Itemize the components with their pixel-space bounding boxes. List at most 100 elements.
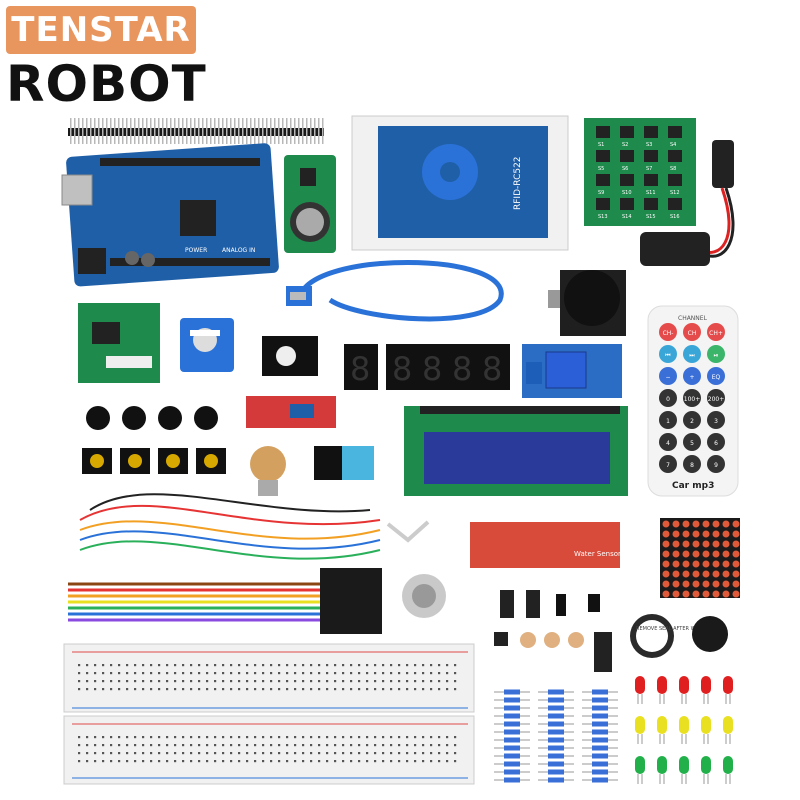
remote-button-label: 3	[714, 418, 718, 425]
keypad-key	[668, 126, 682, 138]
remote-button	[659, 323, 677, 341]
leds	[635, 676, 733, 784]
remote-button-label: 6	[714, 440, 718, 447]
remote-button	[707, 389, 725, 407]
joystick-module	[548, 270, 626, 336]
pin-header-strip	[68, 118, 324, 144]
keypad-key	[644, 198, 658, 210]
keypad-key	[620, 126, 634, 138]
keypad-key-label: S4	[670, 142, 676, 148]
rfid-reader-module: RFID-RC522	[351, 115, 569, 251]
remote-button-label: 4	[666, 440, 670, 447]
keypad-key-label: S1	[598, 142, 604, 148]
keypad-key-label: S7	[646, 166, 652, 172]
keypad-key-label: S13	[598, 214, 608, 220]
remote-button	[707, 433, 725, 451]
remote-button-label: 2	[690, 418, 694, 425]
capacitors-and-transistors	[494, 590, 612, 672]
lcd-display-module	[404, 406, 628, 496]
keypad-key	[596, 126, 610, 138]
arduino-uno-board: POWER ANALOG IN	[61, 143, 279, 287]
svg-text:8: 8	[350, 350, 370, 388]
water-sensor-label: Water Sensor	[574, 550, 621, 558]
seven-segment-displays: 8 8 8 8 8	[344, 344, 510, 390]
keypad-key	[644, 150, 658, 162]
remote-brand-label: Car mp3	[672, 481, 714, 491]
uno-power-label: POWER	[185, 247, 207, 254]
keypad-key	[644, 174, 658, 186]
remote-button-label: 0	[666, 396, 670, 403]
remote-button	[659, 367, 677, 385]
remote-button	[707, 323, 725, 341]
keypad-key-label: S16	[670, 214, 680, 220]
flame-sensor-module	[246, 396, 336, 428]
remote-button-label: 100+	[684, 396, 700, 403]
keypad-key-label: S14	[622, 214, 632, 220]
remote-button-label: −	[665, 374, 670, 381]
keypad-key	[668, 198, 682, 210]
keypad-key-label: S8	[670, 166, 676, 172]
remote-button-label: CH+	[709, 330, 723, 337]
remote-button-label: ⏮	[665, 352, 671, 359]
resistors	[494, 689, 618, 783]
remote-button-label: 8	[690, 462, 694, 469]
remote-button	[659, 411, 677, 429]
remote-button-label: 200+	[708, 396, 724, 403]
remote-button	[659, 345, 677, 363]
brand-logo-bottom-text: ROBOT	[6, 55, 207, 113]
remote-button	[659, 389, 677, 407]
keypad-key	[620, 150, 634, 162]
keypad-key-label: S6	[622, 166, 628, 172]
remote-button-label: 5	[690, 440, 694, 447]
led-dot-matrix	[660, 518, 740, 598]
remote-button-label: ⏭	[689, 352, 695, 359]
remote-button-label: CH-	[663, 330, 674, 337]
svg-text:8: 8	[392, 350, 412, 388]
jumper-wires	[79, 493, 381, 560]
keypad-key	[596, 174, 610, 186]
rtc-clock-module	[284, 155, 336, 253]
remote-button	[683, 389, 701, 407]
remote-button	[707, 367, 725, 385]
remote-button	[707, 411, 725, 429]
buzzer-seal-label: REMOVE SEAL AFTER WASHING	[636, 626, 715, 632]
relay-module	[522, 344, 622, 398]
remote-button-label: +	[689, 374, 694, 381]
remote-button	[707, 345, 725, 363]
battery-clip-cable	[640, 140, 735, 266]
breadboards	[63, 643, 475, 785]
remote-button	[659, 433, 677, 451]
remote-button-label: 7	[666, 462, 670, 469]
keypad-key-label: S9	[598, 190, 604, 196]
remote-button	[659, 455, 677, 473]
keypad-key-label: S12	[670, 190, 680, 196]
keypad-key	[644, 126, 658, 138]
keypad-key	[596, 150, 610, 162]
usb-cable	[286, 260, 504, 322]
temperature-humidity-sensor	[314, 446, 374, 480]
stepper-driver-board	[78, 303, 160, 383]
remote-button	[683, 433, 701, 451]
remote-button	[683, 411, 701, 429]
keypad-key	[668, 174, 682, 186]
brand-logo-top-text: TENSTAR	[11, 10, 191, 50]
uno-analog-label: ANALOG IN	[222, 247, 255, 254]
keypad-key-label: S5	[598, 166, 604, 172]
keypad-key-label: S10	[622, 190, 632, 196]
remote-button	[707, 455, 725, 473]
rfid-model-label: RFID-RC522	[513, 156, 523, 210]
remote-channel-label: CHANNEL	[678, 315, 708, 322]
remote-button-label: EQ	[712, 374, 721, 381]
keypad-key	[620, 174, 634, 186]
keypad-key	[620, 198, 634, 210]
water-level-sensor: Water Sensor	[470, 522, 621, 568]
remote-button	[683, 367, 701, 385]
remote-button-label: CH	[688, 330, 697, 337]
brand-logo-background	[6, 6, 196, 54]
svg-text:8: 8	[452, 350, 472, 388]
ribbon-cable	[68, 568, 382, 634]
remote-button	[683, 323, 701, 341]
